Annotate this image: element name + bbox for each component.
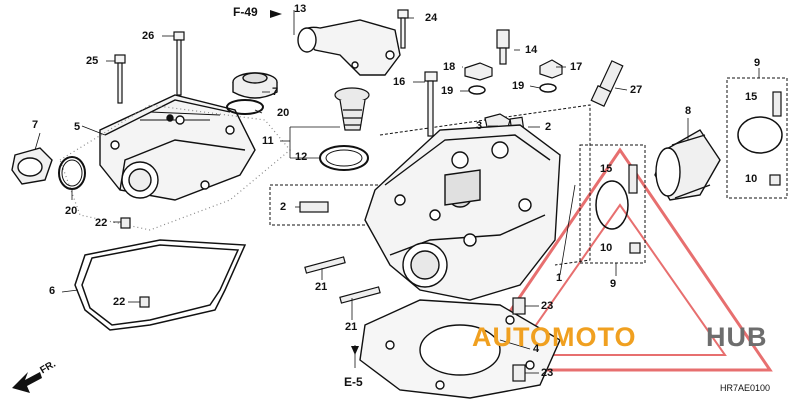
leader-lines bbox=[34, 10, 760, 374]
callout-18[interactable]: 18 bbox=[443, 61, 456, 73]
ref-arrow-icons bbox=[270, 10, 359, 355]
callout-4[interactable]: 4 bbox=[533, 343, 540, 355]
callout-1[interactable]: 1 bbox=[556, 272, 563, 284]
thermostat-cover bbox=[297, 19, 401, 76]
callout-8[interactable]: 8 bbox=[685, 105, 692, 117]
callout-6[interactable]: 6 bbox=[49, 285, 56, 297]
callout-23-bottom[interactable]: 23 bbox=[541, 367, 554, 379]
callout-27[interactable]: 27 bbox=[630, 84, 643, 96]
callout-10-right[interactable]: 10 bbox=[745, 173, 758, 185]
callout-5[interactable]: 5 bbox=[74, 121, 81, 133]
callout-20-tappet[interactable]: 20 bbox=[277, 107, 290, 119]
intake-insulator bbox=[654, 129, 721, 201]
dowel-pin bbox=[299, 201, 329, 213]
clamp-screws bbox=[628, 91, 782, 254]
nuts bbox=[464, 59, 563, 81]
callout-9-lower[interactable]: 9 bbox=[610, 278, 617, 290]
thermostat bbox=[334, 87, 370, 131]
watermark-text-primary: AUTOMOTO bbox=[472, 322, 637, 352]
cylinder-head bbox=[364, 124, 561, 301]
callout-26[interactable]: 26 bbox=[142, 30, 155, 42]
head-gasket bbox=[359, 299, 561, 399]
bolt-24 bbox=[397, 9, 409, 49]
callout-7-tappet[interactable]: 7 bbox=[272, 86, 279, 98]
callout-17[interactable]: 17 bbox=[570, 61, 583, 73]
oil-filler-cap bbox=[11, 147, 53, 185]
head-cover bbox=[99, 94, 256, 201]
callout-12[interactable]: 12 bbox=[295, 151, 308, 163]
front-arrow-icon bbox=[12, 372, 42, 393]
spark-plug bbox=[590, 60, 624, 108]
watermark-triangle bbox=[467, 147, 773, 372]
callout-15-lower[interactable]: 15 bbox=[600, 163, 613, 175]
studs bbox=[304, 256, 381, 304]
ref-e5[interactable]: E-5 bbox=[344, 375, 363, 389]
dowels-22 bbox=[120, 217, 150, 308]
callout-16[interactable]: 16 bbox=[393, 76, 406, 88]
tappet-cap bbox=[232, 72, 278, 99]
gasket-trace bbox=[59, 104, 291, 231]
callout-20-ring[interactable]: 20 bbox=[65, 205, 78, 217]
watermark-text-secondary: HUB bbox=[706, 322, 768, 352]
callout-19-left[interactable]: 19 bbox=[441, 85, 454, 97]
drawing-code: HR7AE0100 bbox=[720, 383, 771, 393]
o-ring-left bbox=[58, 156, 86, 190]
clamp-rings bbox=[595, 116, 783, 230]
cover-gasket bbox=[74, 239, 247, 331]
o-ring-tappet bbox=[226, 99, 264, 115]
thermostat-seal bbox=[319, 145, 369, 171]
callout-25[interactable]: 25 bbox=[86, 55, 99, 67]
bolt-16 bbox=[424, 71, 438, 137]
ref-f49[interactable]: F-49 bbox=[233, 5, 258, 19]
callout-13[interactable]: 13 bbox=[294, 3, 307, 15]
callout-23-top[interactable]: 23 bbox=[541, 300, 554, 312]
callout-10-lower[interactable]: 10 bbox=[600, 242, 613, 254]
callout-2-left[interactable]: 2 bbox=[280, 201, 287, 213]
callout-3[interactable]: 3 bbox=[476, 120, 483, 132]
callout-11[interactable]: 11 bbox=[262, 135, 274, 147]
callout-14[interactable]: 14 bbox=[525, 44, 538, 56]
callout-24[interactable]: 24 bbox=[425, 12, 438, 24]
callout-7-cap[interactable]: 7 bbox=[32, 119, 39, 131]
callout-22-bottom[interactable]: 22 bbox=[113, 296, 126, 308]
bolts-left bbox=[114, 31, 185, 104]
callout-9-top[interactable]: 9 bbox=[754, 57, 761, 69]
callout-19-right[interactable]: 19 bbox=[512, 80, 525, 92]
callout-22-top[interactable]: 22 bbox=[95, 217, 108, 229]
callout-21-upper[interactable]: 21 bbox=[315, 281, 328, 293]
callout-2-top[interactable]: 2 bbox=[545, 121, 552, 133]
callout-15-top[interactable]: 15 bbox=[745, 91, 758, 103]
clamp-box-right bbox=[579, 77, 788, 264]
callout-21-lower[interactable]: 21 bbox=[345, 321, 358, 333]
temp-sensor bbox=[496, 29, 510, 65]
